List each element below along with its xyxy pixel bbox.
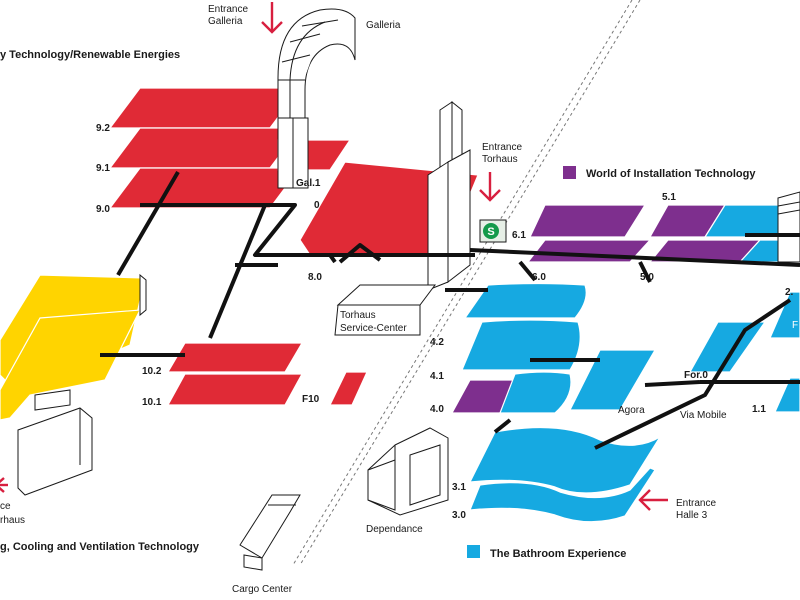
level-9-1: 9.1: [96, 163, 110, 174]
cargo-center-label: Cargo Center: [232, 584, 293, 595]
entrance-halle3-line1: Entrance: [676, 498, 716, 509]
entrance-galleria-line2: Galleria: [208, 16, 243, 27]
hall-3-1[interactable]: [468, 426, 661, 494]
via-mobile-label: Via Mobile: [680, 410, 727, 421]
legend-installation: World of Installation Technology: [586, 168, 756, 180]
entrance-torhaus-line1: Entrance: [482, 142, 522, 153]
dependance-label: Dependance: [366, 524, 423, 535]
hall-10-2[interactable]: [166, 342, 304, 373]
galleria-building: [277, 8, 356, 189]
legend-swatch-bathroom: [467, 545, 480, 558]
hall-forum-0[interactable]: [688, 321, 767, 373]
level-4-0: 4.0: [430, 404, 444, 415]
level-9-0: 9.0: [96, 204, 110, 215]
arrow-down-icon-galleria: [261, 2, 283, 34]
level-6-1: 6.1: [512, 230, 526, 241]
level-f10: F10: [302, 394, 320, 405]
entrance-halle3-line2: Halle 3: [676, 510, 708, 521]
legend-swatch-installation: [563, 166, 576, 179]
hall-2-right[interactable]: [769, 291, 800, 339]
level-10-2: 10.2: [142, 366, 162, 377]
hall-f10[interactable]: [329, 371, 368, 406]
torhaus-tower: [427, 100, 471, 291]
cargo-center-building: [239, 494, 301, 571]
level-3-0: 3.0: [452, 510, 466, 521]
walkways: [100, 170, 800, 450]
hall-3-0[interactable]: [469, 467, 656, 523]
level-0: 0: [314, 200, 320, 211]
hall-f-label: F: [792, 320, 798, 331]
legend-bathroom: The Bathroom Experience: [490, 548, 626, 560]
level-10-1: 10.1: [142, 397, 162, 408]
hall-4-1[interactable]: [461, 319, 581, 371]
hall-6-1[interactable]: [529, 204, 647, 238]
s-bahn-letter: S: [487, 226, 494, 238]
hall-9-2[interactable]: [108, 87, 302, 129]
hall-9-0[interactable]: [108, 167, 302, 209]
level-gal-1: Gal.1: [296, 178, 321, 189]
level-4-2: 4.2: [430, 337, 444, 348]
hall-9-1[interactable]: [108, 127, 302, 169]
legend-energy: y Technology/Renewable Energies: [0, 49, 180, 61]
hall-agora[interactable]: [569, 349, 657, 411]
legend-heating: g, Cooling and Ventilation Technology: [0, 541, 200, 553]
torhaus-service-center[interactable]: Torhaus Service-Center: [334, 284, 436, 336]
galleria-label: Galleria: [366, 20, 401, 31]
level-8-0: 8.0: [308, 272, 322, 283]
level-for-0: For.0: [684, 370, 708, 381]
level-5-0: 5.0: [640, 272, 654, 283]
arrow-left-icon-left: [0, 477, 8, 493]
entrance-torhaus-line2: Torhaus: [482, 154, 518, 165]
level-4-1: 4.1: [430, 371, 444, 382]
torhaus-label: Torhaus: [340, 310, 376, 321]
entrance-left-line2: rhaus: [0, 515, 25, 526]
dependance-building: [367, 427, 449, 516]
s-bahn-station[interactable]: S: [479, 219, 507, 243]
building-left-wire: [17, 273, 147, 496]
entrance-left-line1: ce: [0, 501, 11, 512]
building-right-wire: [777, 191, 800, 263]
hall-1-1-right[interactable]: [774, 377, 800, 413]
agora-label: Agora: [618, 405, 645, 416]
level-1-1: 1.1: [752, 404, 766, 415]
level-9-2: 9.2: [96, 123, 110, 134]
level-6-0: 6.0: [532, 272, 546, 283]
level-2: 2.: [785, 287, 794, 298]
railway-line: [292, 0, 641, 566]
hall-4-2[interactable]: [463, 282, 587, 319]
service-center-label: Service-Center: [340, 323, 407, 334]
hall-4-0[interactable]: [499, 371, 572, 414]
hall-10-1[interactable]: [166, 373, 304, 406]
hall-heating-lower[interactable]: [0, 309, 142, 421]
level-5-1: 5.1: [662, 192, 676, 203]
level-3-1: 3.1: [452, 482, 466, 493]
arrow-left-icon-halle3: [638, 489, 668, 511]
entrance-galleria-line1: Entrance: [208, 4, 248, 15]
arrow-down-icon-torhaus: [479, 172, 501, 202]
